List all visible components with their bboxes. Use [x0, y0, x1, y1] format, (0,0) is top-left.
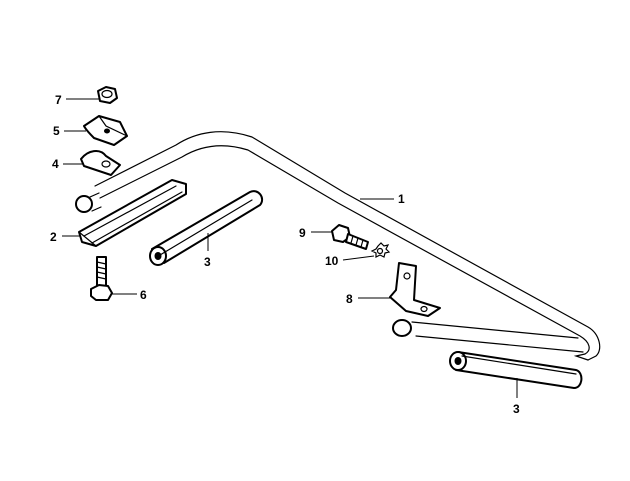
- callout-3-left: 3: [204, 255, 211, 269]
- left-rubber-bush: [149, 190, 264, 266]
- callout-10: 10: [325, 254, 339, 268]
- upper-clamp: [83, 115, 128, 146]
- hex-nut: [97, 86, 118, 104]
- left-bolt: [90, 256, 113, 301]
- callout-2: 2: [50, 230, 57, 244]
- lower-clamp: [80, 150, 121, 176]
- right-mounting-bracket: [389, 262, 441, 317]
- leader-lines: [62, 98, 518, 398]
- callout-5: 5: [53, 124, 60, 138]
- callout-8: 8: [346, 292, 353, 306]
- callout-4: 4: [52, 157, 59, 171]
- lock-washer: [370, 242, 391, 258]
- callout-3-right: 3: [513, 402, 520, 416]
- right-rubber-bush: [449, 351, 583, 389]
- callout-9: 9: [299, 226, 306, 240]
- stabilizer-bar: [75, 131, 601, 361]
- callout-1: 1: [398, 192, 405, 206]
- callout-7: 7: [55, 93, 62, 107]
- callout-6: 6: [140, 288, 147, 302]
- right-bolt: [331, 224, 369, 250]
- left-mounting-bracket: [78, 179, 187, 247]
